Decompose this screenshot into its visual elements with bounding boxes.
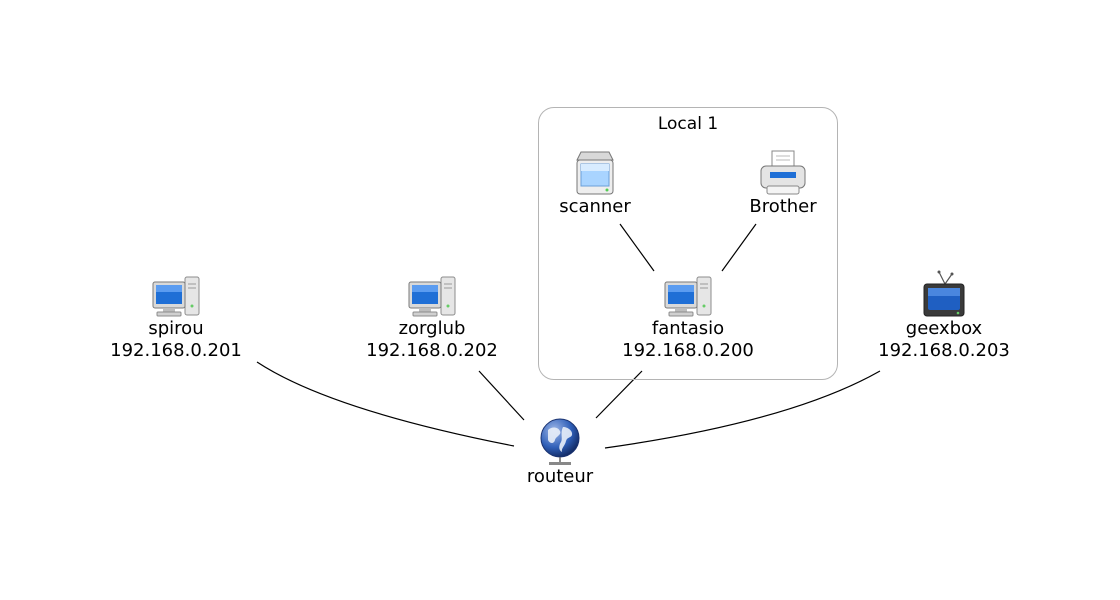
cluster-local-1: Local 1 xyxy=(538,107,838,380)
node-zorglub[interactable]: zorglub 192.168.0.202 xyxy=(342,276,522,362)
television-icon xyxy=(923,270,965,317)
desktop-computer-icon xyxy=(152,276,200,317)
node-ip: 192.168.0.201 xyxy=(110,340,242,361)
scanner-icon xyxy=(576,151,614,195)
node-label: spirou xyxy=(148,318,204,339)
desktop-computer-icon xyxy=(664,276,712,317)
edge-scanner-fantasio xyxy=(619,223,655,272)
node-label: Brother xyxy=(749,196,817,217)
edge-brother-fantasio xyxy=(721,223,757,272)
node-label: fantasio xyxy=(651,318,725,339)
cluster-label: Local 1 xyxy=(657,114,719,134)
edge-spirou-routeur xyxy=(256,361,515,447)
node-label: zorglub xyxy=(398,318,466,339)
edge-geexbox-routeur xyxy=(604,370,881,449)
printer-icon xyxy=(760,150,806,195)
globe-router-icon xyxy=(540,418,580,465)
node-scanner[interactable]: scanner xyxy=(505,150,685,218)
node-brother[interactable]: Brother xyxy=(693,150,873,218)
node-label: routeur xyxy=(526,466,594,487)
desktop-computer-icon xyxy=(408,276,456,317)
edge-zorglub-routeur xyxy=(478,370,525,421)
edge-fantasio-routeur xyxy=(595,370,643,419)
node-label: scanner xyxy=(559,196,631,217)
node-routeur[interactable]: routeur xyxy=(470,418,650,488)
node-label: geexbox xyxy=(905,318,983,339)
node-spirou[interactable]: spirou 192.168.0.201 xyxy=(86,276,266,362)
node-ip: 192.168.0.203 xyxy=(878,340,1010,361)
node-ip: 192.168.0.200 xyxy=(622,340,754,361)
node-geexbox[interactable]: geexbox 192.168.0.203 xyxy=(854,270,1034,362)
node-fantasio[interactable]: fantasio 192.168.0.200 xyxy=(598,276,778,362)
node-ip: 192.168.0.202 xyxy=(366,340,498,361)
